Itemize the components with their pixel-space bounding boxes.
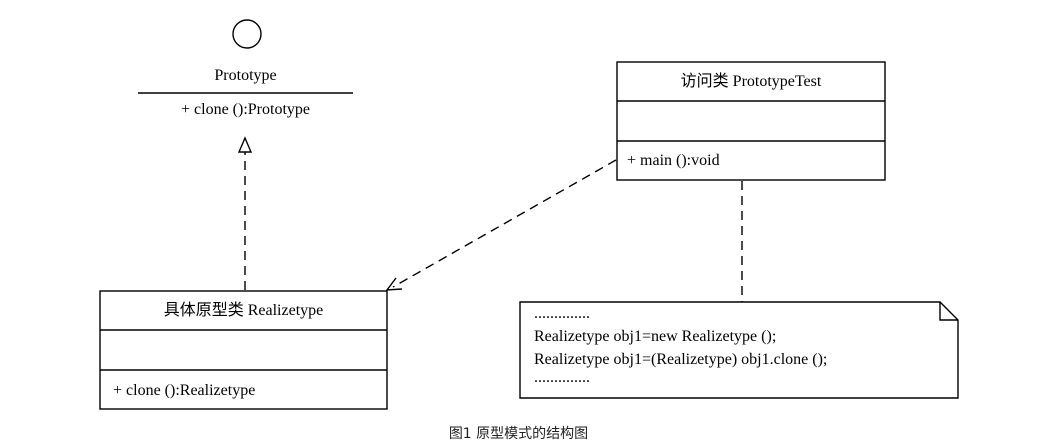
note-line: Realizetype obj1=(Realizetype) obj1.clon… (534, 351, 828, 368)
dependency-open-arrowhead-icon (385, 277, 403, 291)
dependency-dashed-line (392, 159, 617, 288)
note-line: .............. (534, 369, 590, 386)
accessor-class-name: 访问类 PrototypeTest (680, 73, 822, 90)
concrete-class-name: 具体原型类 Realizetype (163, 302, 324, 319)
realization-hollow-arrowhead-icon (237, 136, 253, 153)
interface-name: Prototype (214, 67, 277, 84)
note-folded-corner-icon (939, 302, 958, 321)
concrete-class-box (99, 290, 388, 410)
accessor-class-box (616, 61, 886, 181)
interface-method: + clone ():Prototype (181, 101, 310, 118)
figure-caption: 图1 原型模式的结构图 (448, 426, 589, 442)
note-line: .............. (534, 305, 590, 322)
note-box (519, 301, 959, 399)
note-line: Realizetype obj1=new Realizetype (); (534, 328, 777, 345)
accessor-class-method: + main ():void (627, 152, 720, 169)
concrete-class-method: + clone ():Realizetype (113, 382, 256, 399)
interface-lollipop-icon (232, 19, 262, 49)
